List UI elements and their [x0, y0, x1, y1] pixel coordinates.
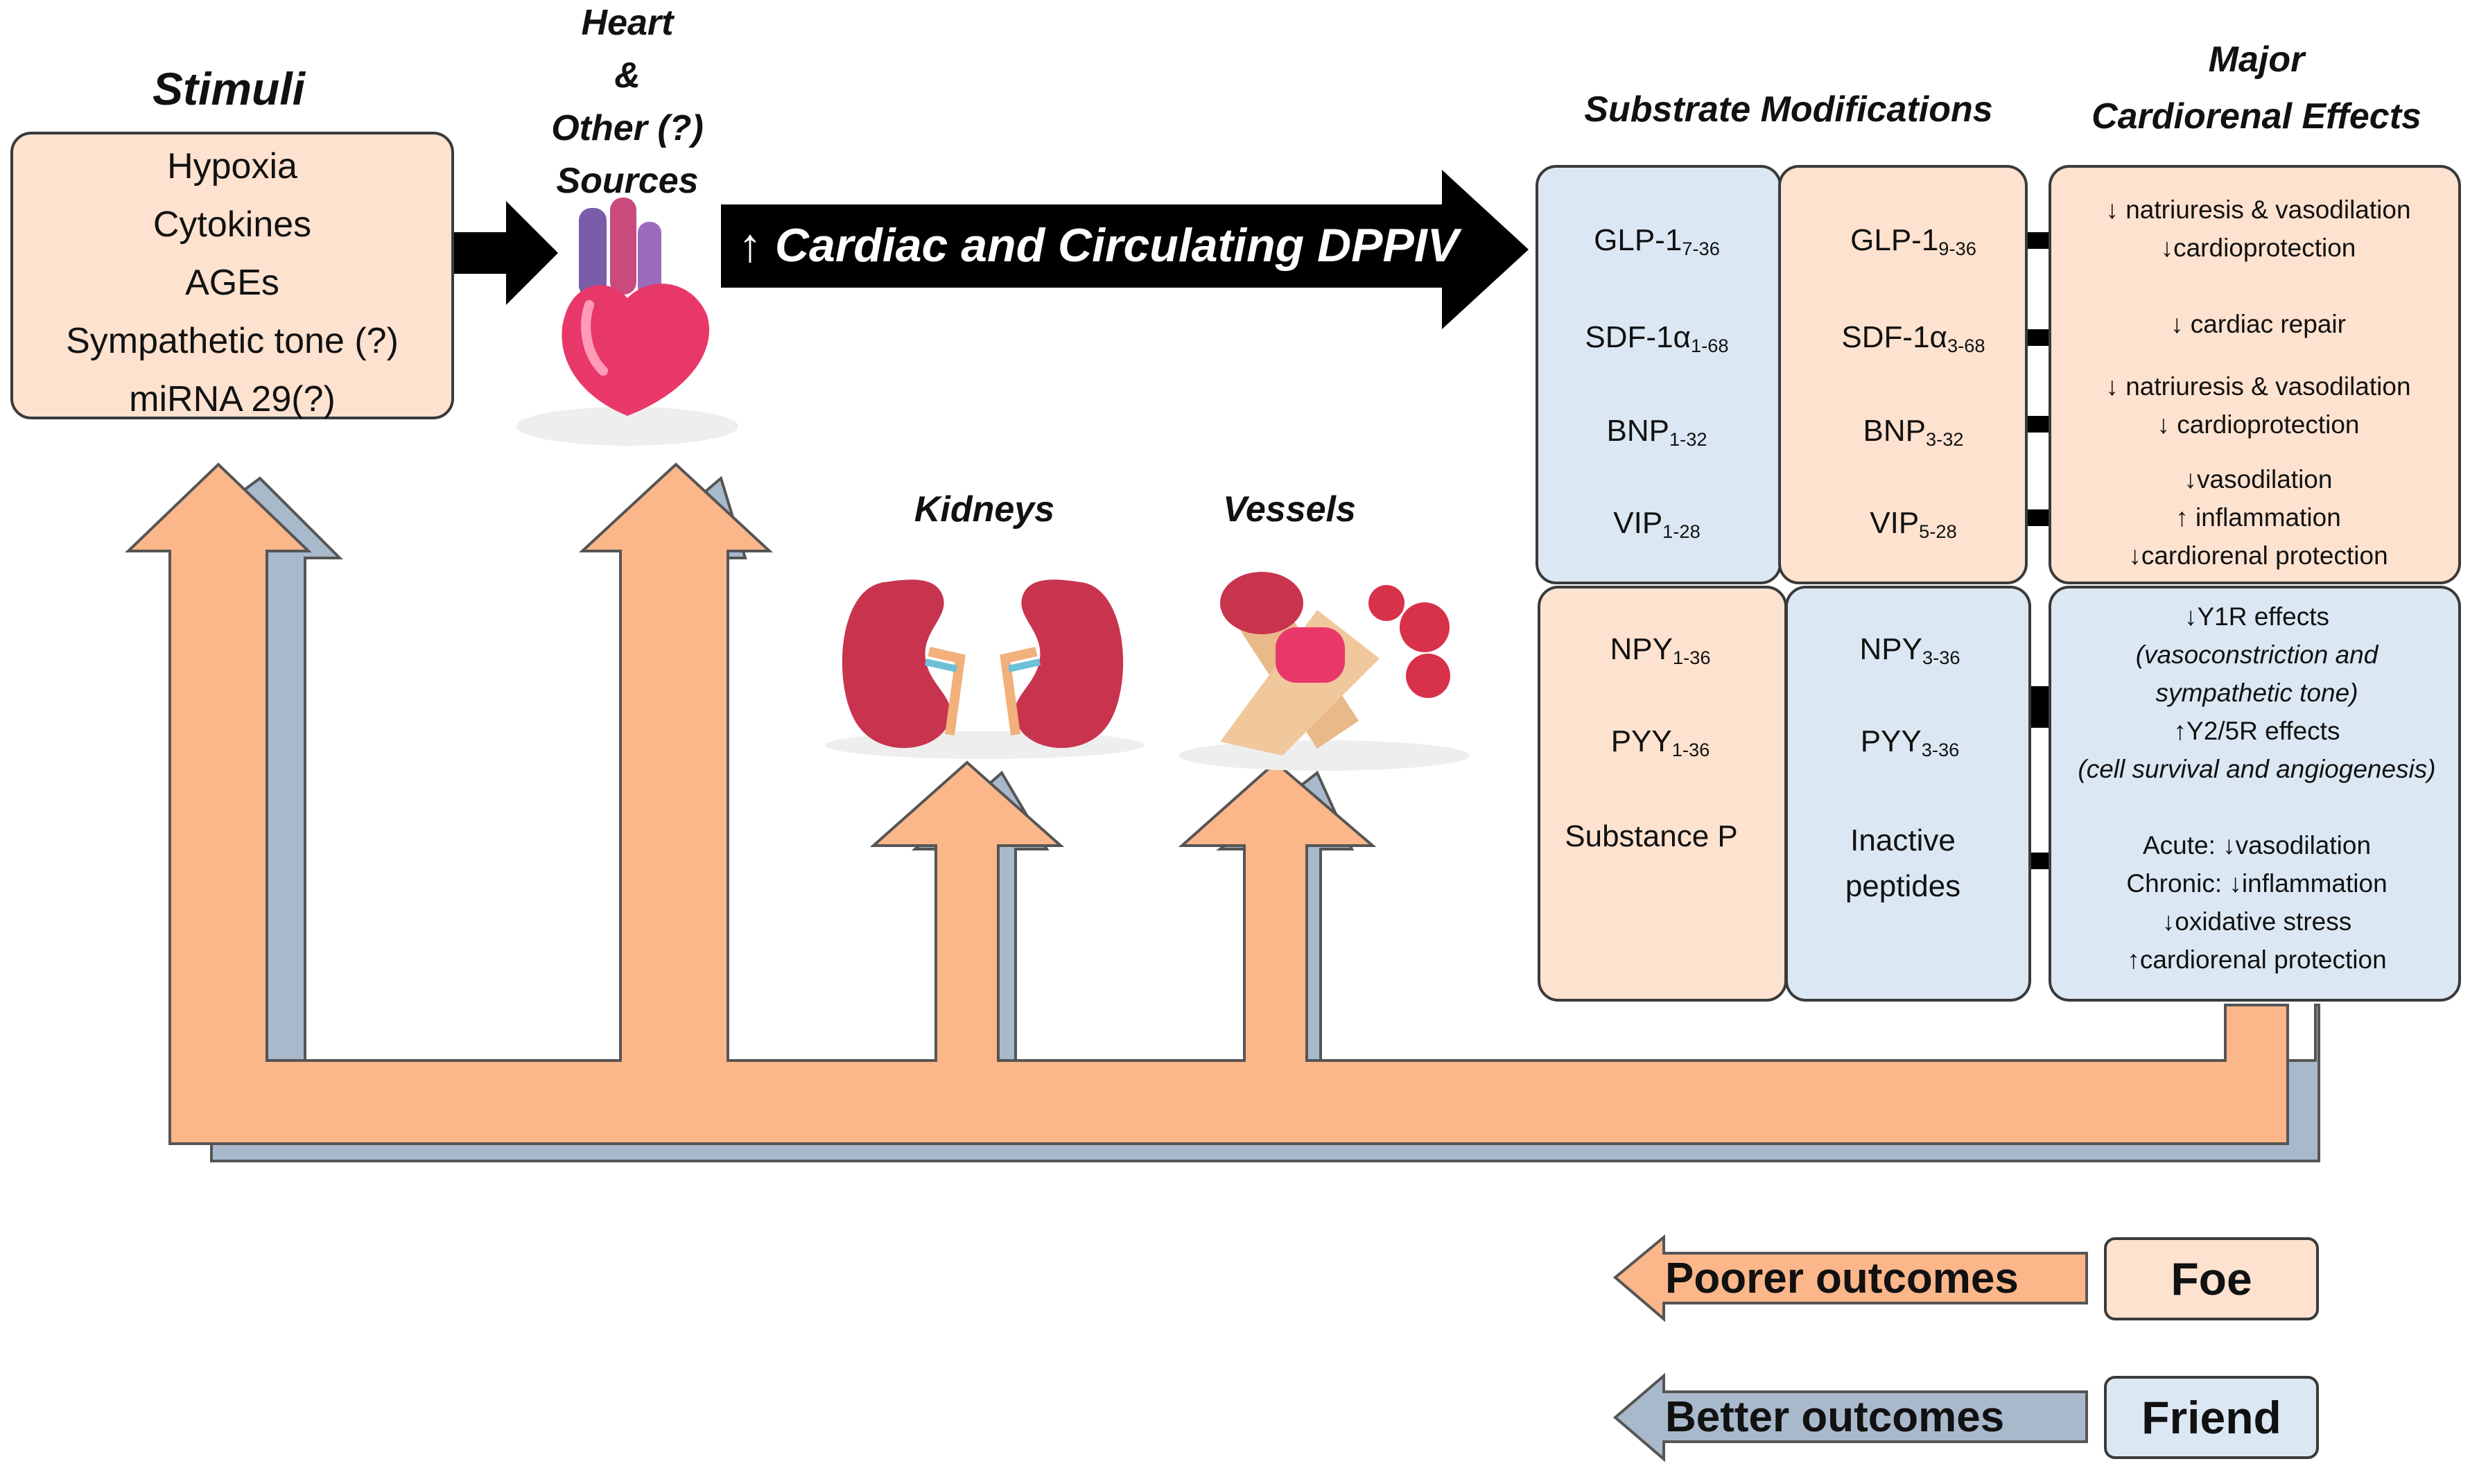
stimulus-item: Sympathetic tone (?) [66, 321, 399, 361]
effect-line: ↓ cardioprotection [2157, 410, 2360, 439]
dppiv-arrow [721, 170, 1529, 329]
effect-line: Chronic: ↓inflammation [2126, 869, 2388, 898]
effect-line: Acute: ↓vasodilation [2142, 831, 2372, 859]
better-outcomes-arrow [1612, 1372, 2088, 1463]
substrate-from: GLP-17-36 [1594, 223, 1720, 259]
effect-group: ↓ cardiac repair [2066, 305, 2451, 343]
stimuli-list: Hypoxia Cytokines AGEs Sympathetic tone … [13, 137, 451, 428]
substrate-to: Inactive peptides [1845, 823, 1961, 903]
kidneys-label: Kidneys [914, 489, 1055, 530]
heart-label-line: Heart [581, 3, 674, 43]
vessels-icon [1179, 572, 1470, 771]
substrate-from: NPY1-36 [1610, 632, 1711, 668]
substrate-to: PYY3-36 [1860, 724, 1960, 760]
effect-line: ↓ natriuresis & vasodilation [2105, 195, 2411, 224]
kidneys-icon [825, 579, 1144, 759]
heart-label-line: Other (?) [551, 108, 704, 148]
heart-icon [516, 198, 738, 446]
effect-group: ↓ natriuresis & vasodilation ↓ cardiopro… [2066, 367, 2451, 444]
effects-title-line: Major [2208, 40, 2305, 80]
effect-line: ↑Y2/5R effects [2173, 717, 2340, 745]
substrate-box-top-right [1778, 165, 2028, 584]
effect-line: (cell survival and angiogenesis) [2078, 755, 2436, 783]
stimulus-item: miRNA 29(?) [129, 379, 336, 419]
substrate-from: PYY1-36 [1610, 724, 1710, 760]
substrate-from: Substance P [1565, 819, 1738, 853]
vessels-label: Vessels [1223, 489, 1356, 530]
heart-label-line: & [614, 55, 641, 96]
substrate-box-bottom-right [1785, 586, 2031, 1002]
effect-line: ↓oxidative stress [2162, 907, 2352, 936]
stimulus-item: AGEs [185, 263, 279, 303]
substrate-from: VIP1-28 [1613, 506, 1701, 542]
effects-box-bottom [2049, 586, 2461, 1002]
better-outcomes-label: Better outcomes [1665, 1393, 2005, 1441]
foe-label: Foe [2171, 1253, 2252, 1304]
poorer-outcomes-arrow [1612, 1234, 2088, 1322]
stimulus-item: Hypoxia [167, 146, 297, 186]
substrate-to: BNP3-32 [1863, 414, 1964, 450]
foe-box: Foe [2104, 1237, 2319, 1320]
heart-label-line: Sources [556, 161, 699, 201]
substrate-to: VIP5-28 [1870, 506, 1957, 542]
effect-line: ↓cardioprotection [2160, 234, 2356, 262]
stimuli-box: Hypoxia Cytokines AGEs Sympathetic tone … [10, 132, 454, 419]
effect-group: ↓ natriuresis & vasodilation ↓cardioprot… [2066, 191, 2451, 267]
effect-line: ↓ cardiac repair [2171, 310, 2346, 338]
stimulus-item: Cytokines [153, 204, 312, 245]
effect-group: ↓Y1R effects (vasoconstriction and sympa… [2058, 597, 2456, 788]
substrate-from: BNP1-32 [1606, 414, 1707, 450]
friend-box: Friend [2104, 1376, 2319, 1459]
effect-line: ↓Y1R effects [2184, 602, 2330, 631]
effect-line: sympathetic tone) [2155, 679, 2358, 707]
effect-line: ↑cardiorenal protection [2127, 945, 2387, 974]
poorer-outcomes-label: Poorer outcomes [1665, 1255, 2019, 1302]
friend-label: Friend [2141, 1392, 2281, 1443]
heart-label: Heart & Other (?) Sources [513, 0, 742, 207]
dppiv-label: ↑ Cardiac and Circulating DPPIV [738, 219, 1459, 272]
effect-line: (vasoconstriction and [2135, 640, 2378, 669]
effects-box-top [2049, 165, 2461, 584]
feedback-loop [125, 462, 2289, 1145]
effects-title-line: Cardiorenal Effects [2091, 96, 2421, 137]
effect-group: ↓vasodilation ↑ inflammation ↓cardiorena… [2066, 460, 2451, 575]
substrate-to: SDF-1α3-68 [1841, 320, 1985, 356]
effect-line: ↑ inflammation [2175, 503, 2341, 532]
effect-group: Acute: ↓vasodilation Chronic: ↓inflammat… [2058, 826, 2456, 979]
substrate-from: SDF-1α1-68 [1585, 320, 1729, 356]
substrate-to: GLP-19-36 [1850, 223, 1976, 259]
effect-line: ↓vasodilation [2184, 465, 2333, 494]
effects-title: Major Cardiorenal Effects [2052, 31, 2461, 145]
stimuli-to-heart-arrow [437, 201, 558, 305]
effect-line: ↓ natriuresis & vasodilation [2105, 372, 2411, 401]
substrate-to: NPY3-36 [1859, 632, 1960, 668]
substrate-title: Substrate Modifications [1584, 89, 1993, 130]
effect-line: ↓cardiorenal protection [2128, 541, 2388, 570]
stimuli-title: Stimuli [152, 63, 305, 114]
